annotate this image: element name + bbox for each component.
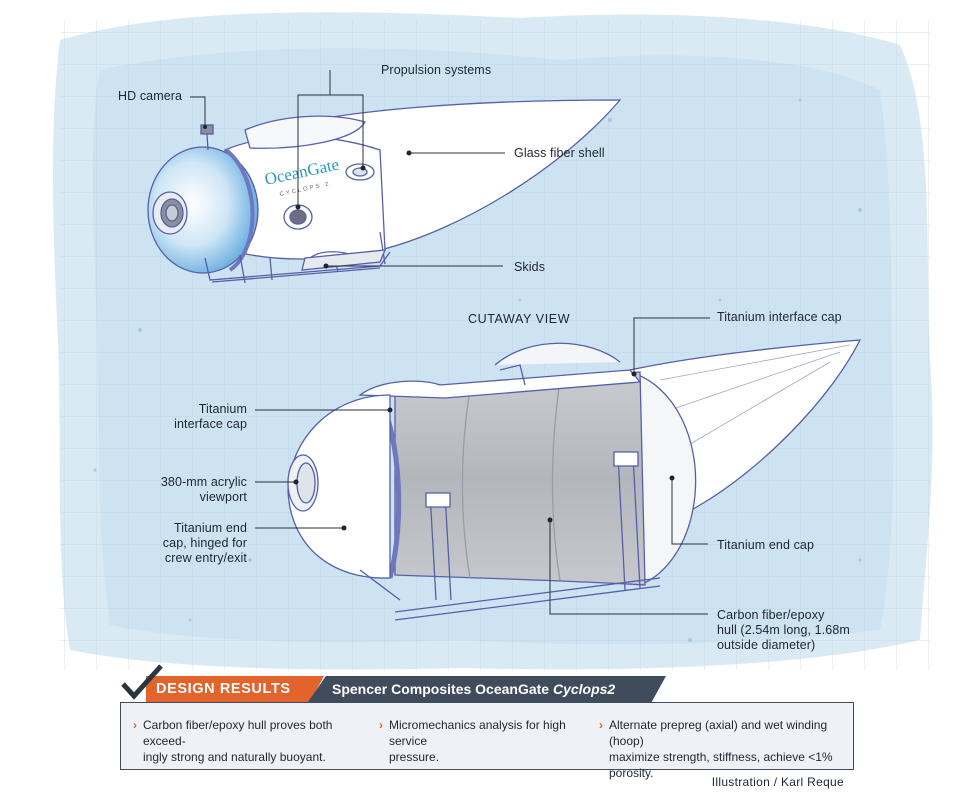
label-line: interface cap <box>174 417 247 431</box>
top-leader-dots <box>203 125 412 269</box>
top-submersible: OceanGate CYCLOPS 2 <box>147 99 622 284</box>
label-line: hull (2.54m long, 1.68m <box>717 623 850 637</box>
result-line: pressure. <box>389 750 440 764</box>
checkmark-icon <box>121 664 163 700</box>
title-italic: Cyclops2 <box>552 681 616 697</box>
result-item-2: › Micromechanics analysis for high servi… <box>379 717 599 765</box>
illustration-credit: Illustration / Karl Reque <box>711 775 844 789</box>
label-carbon-fiber-hull: Carbon fiber/epoxy hull (2.54m long, 1.6… <box>717 608 850 653</box>
bullet-chevron-icon: › <box>379 718 383 732</box>
result-line: Alternate prepreg (axial) and wet windin… <box>609 718 828 748</box>
design-results-title: Spencer Composites OceanGate Cyclops2 <box>308 676 666 702</box>
result-line: Micromechanics analysis for high service <box>389 718 566 748</box>
label-titanium-interface-cap-left: Titanium interface cap <box>140 402 247 432</box>
title-main: Spencer Composites OceanGate <box>332 681 553 697</box>
result-line: ingly strong and naturally buoyant. <box>143 750 326 764</box>
label-skids: Skids <box>514 260 546 274</box>
design-results-box: › Carbon fiber/epoxy hull proves both ex… <box>120 702 854 780</box>
design-results-banner: DESIGN RESULTS Spencer Composites OceanG… <box>120 664 860 702</box>
bullet-chevron-icon: › <box>133 718 137 732</box>
label-titanium-end-cap-hinged: Titanium end cap, hinged for crew entry/… <box>140 521 247 566</box>
bullet-chevron-icon: › <box>599 718 603 732</box>
label-hd-camera: HD camera <box>118 89 183 103</box>
label-line: crew entry/exit <box>164 551 247 565</box>
cutaway-leader-dots <box>293 371 675 531</box>
cutaway-leader-lines <box>255 317 710 615</box>
cutaway-view-title: CUTAWAY VIEW <box>468 312 571 326</box>
result-line: maximize strength, stiffness, achieve <1… <box>609 750 833 780</box>
result-item-1: › Carbon fiber/epoxy hull proves both ex… <box>133 717 373 765</box>
label-line: cap, hinged for <box>162 536 247 550</box>
label-line: Titanium end <box>174 521 247 535</box>
label-titanium-interface-cap-right: Titanium interface cap <box>717 310 842 324</box>
label-titanium-end-cap-right: Titanium end cap <box>717 538 815 552</box>
label-line: 380-mm acrylic <box>160 475 247 489</box>
top-leader-lines <box>190 70 505 267</box>
label-line: Titanium <box>198 402 247 416</box>
label-acrylic-viewport: 380-mm acrylic viewport <box>140 475 247 505</box>
label-line: viewport <box>199 490 247 504</box>
result-item-3: › Alternate prepreg (axial) and wet wind… <box>599 717 849 781</box>
label-propulsion-systems: Propulsion systems <box>381 63 492 77</box>
cutaway-submersible <box>287 339 862 621</box>
design-results-label: DESIGN RESULTS <box>146 676 324 702</box>
label-glass-fiber-shell: Glass fiber shell <box>514 146 605 160</box>
result-line: Carbon fiber/epoxy hull proves both exce… <box>143 718 333 748</box>
label-line: Carbon fiber/epoxy <box>717 608 825 622</box>
label-line: outside diameter) <box>717 638 816 652</box>
